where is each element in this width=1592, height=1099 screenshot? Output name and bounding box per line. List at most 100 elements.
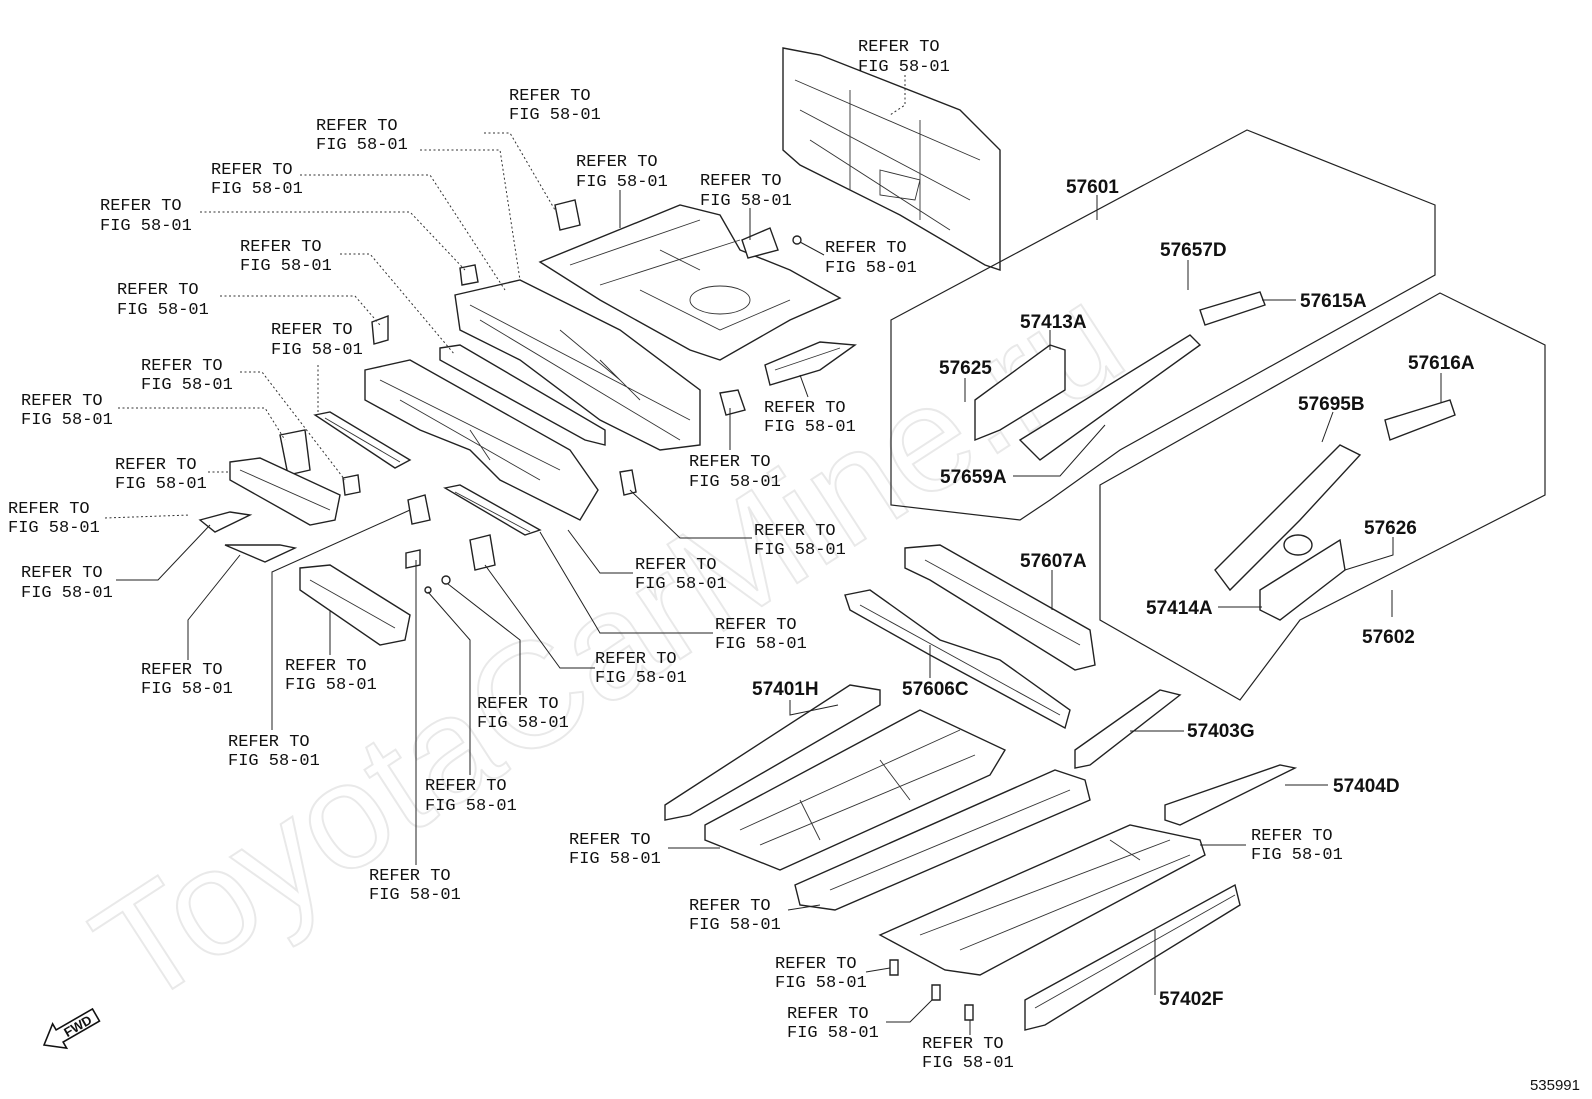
svg-text:REFER TO: REFER TO [764,399,846,418]
svg-text:REFER TO: REFER TO [689,897,771,916]
svg-text:FIG 58-01: FIG 58-01 [477,714,569,733]
svg-text:REFER TO: REFER TO [754,522,836,541]
svg-text:REFER TO: REFER TO [595,650,677,669]
svg-text:REFER TO: REFER TO [316,117,398,136]
rear-crossmember-part [364,344,606,521]
assembly-box-57601 [890,129,1436,521]
small-brackets [279,199,802,594]
svg-text:FIG 58-01: FIG 58-01 [576,173,668,192]
svg-text:REFER TO: REFER TO [922,1035,1004,1054]
svg-text:REFER TO: REFER TO [689,453,771,472]
right-side-members [974,291,1456,621]
svg-text:FIG 58-01: FIG 58-01 [689,473,781,492]
svg-text:FIG 58-01: FIG 58-01 [21,411,113,430]
part-number-labels: 57601 57657D 57615A 57413A 57625 57616A … [752,177,1475,1010]
svg-text:REFER TO: REFER TO [117,281,199,300]
svg-text:FIG 58-01: FIG 58-01 [316,136,408,155]
part-number-57615A: 57615A [1300,291,1367,312]
part-number-57404D: 57404D [1333,776,1400,797]
svg-text:FIG 58-01: FIG 58-01 [141,680,233,699]
svg-text:REFER TO: REFER TO [240,238,322,257]
leader-lines [104,75,1442,1035]
svg-text:FIG 58-01: FIG 58-01 [285,676,377,695]
svg-text:REFER TO: REFER TO [1251,827,1333,846]
svg-text:REFER TO: REFER TO [576,153,658,172]
dash-panel-part [782,47,1001,271]
part-number-57659A: 57659A [940,467,1007,488]
fwd-arrow-icon: FWD [42,1007,101,1050]
part-number-57602: 57602 [1362,627,1415,648]
svg-text:FIG 58-01: FIG 58-01 [922,1054,1014,1073]
svg-text:FIG 58-01: FIG 58-01 [211,180,303,199]
svg-text:FIG 58-01: FIG 58-01 [689,916,781,935]
diagram-number: 535991 [1530,1077,1580,1094]
svg-text:REFER TO: REFER TO [228,733,310,752]
svg-text:REFER TO: REFER TO [285,657,367,676]
svg-text:REFER TO: REFER TO [477,695,559,714]
center-rail-part [764,341,857,386]
svg-text:REFER TO: REFER TO [141,357,223,376]
svg-text:FIG 58-01: FIG 58-01 [100,217,192,236]
svg-text:REFER TO: REFER TO [115,456,197,475]
svg-text:FIG 58-01: FIG 58-01 [228,752,320,771]
svg-text:REFER TO: REFER TO [21,392,103,411]
svg-text:REFER TO: REFER TO [825,239,907,258]
svg-text:FIG 58-01: FIG 58-01 [715,635,807,654]
svg-text:FIG 58-01: FIG 58-01 [858,58,950,77]
svg-text:FIG 58-01: FIG 58-01 [1251,846,1343,865]
part-number-57413A: 57413A [1020,312,1087,333]
part-number-57625: 57625 [939,358,992,379]
svg-text:REFER TO: REFER TO [715,616,797,635]
part-number-57414A: 57414A [1146,598,1213,619]
svg-text:REFER TO: REFER TO [858,38,940,57]
part-number-57402F: 57402F [1159,989,1223,1010]
part-number-57695B: 57695B [1298,394,1365,415]
rear-floor-pan-part [538,204,842,361]
part-number-57401H: 57401H [752,679,819,700]
svg-text:REFER TO: REFER TO [100,197,182,216]
rear-floor-crossmember-part [454,279,701,451]
svg-text:FIG 58-01: FIG 58-01 [595,669,687,688]
part-number-57616A: 57616A [1408,353,1475,374]
svg-text:FIG 58-01: FIG 58-01 [754,541,846,560]
left-floor-members [198,411,542,646]
part-number-57626: 57626 [1364,518,1417,539]
svg-text:FIG 58-01: FIG 58-01 [764,418,856,437]
part-number-57601: 57601 [1066,177,1119,198]
part-number-57607A: 57607A [1020,551,1087,572]
svg-text:REFER TO: REFER TO [369,867,451,886]
svg-text:FIG 58-01: FIG 58-01 [569,850,661,869]
svg-text:FIG 58-01: FIG 58-01 [787,1024,879,1043]
svg-text:REFER TO: REFER TO [8,500,90,519]
svg-text:REFER TO: REFER TO [425,777,507,796]
